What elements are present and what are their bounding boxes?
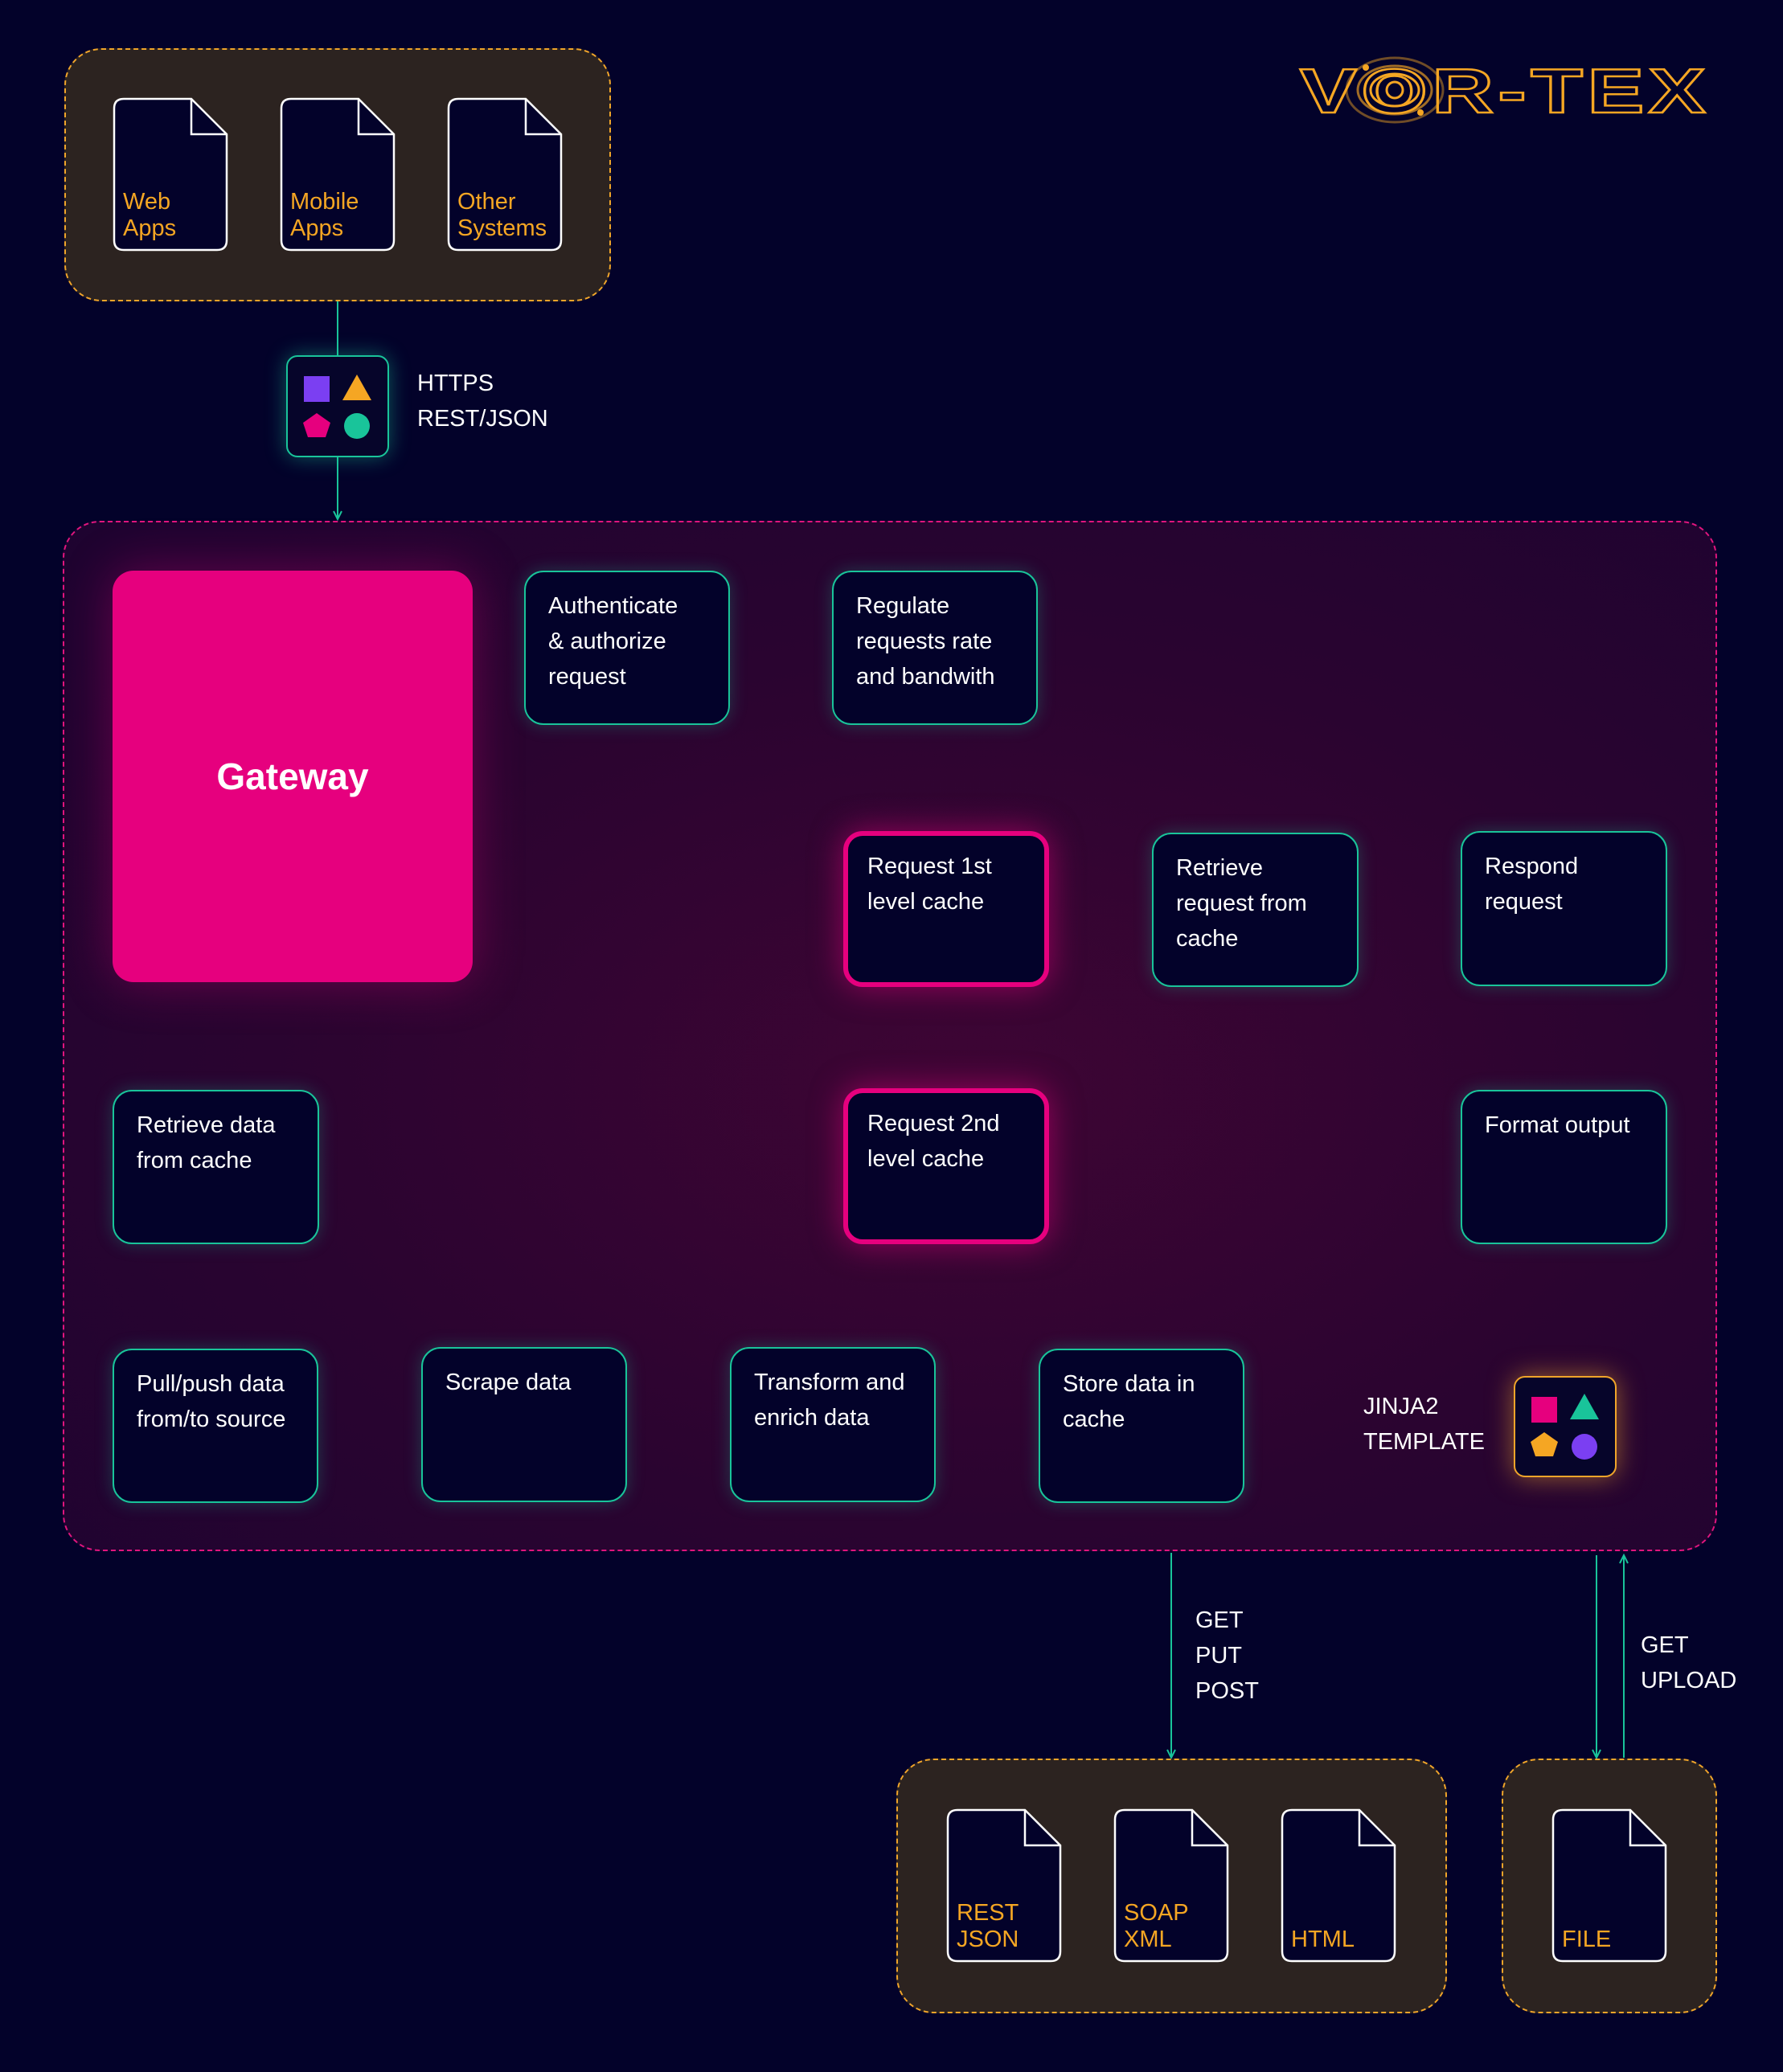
- step-cache-level-1: Request 1st level cache: [843, 831, 1049, 987]
- doc-other-systems: Other Systems: [447, 97, 563, 252]
- step-retrieve-request: Retrieve request from cache: [1152, 833, 1359, 987]
- purple-square-icon: [304, 376, 330, 402]
- gateway-label: Gateway: [216, 756, 369, 797]
- doc-label: HTML: [1291, 1927, 1355, 1952]
- step-scrape: Scrape data: [421, 1347, 627, 1502]
- step-transform: Transform and enrich data: [730, 1347, 936, 1502]
- doc-html: HTML: [1281, 1808, 1396, 1963]
- orange-pentagon-icon: [1531, 1432, 1558, 1456]
- step-cache-level-2: Request 2nd level cache: [843, 1088, 1049, 1244]
- step-pull-push: Pull/push data from/to source: [113, 1349, 318, 1503]
- template-badge: [1514, 1376, 1617, 1477]
- logo-text: VOR-TEX: [1300, 55, 1710, 126]
- green-triangle-icon: [1570, 1394, 1599, 1419]
- doc-label: REST JSON: [957, 1900, 1019, 1952]
- step-retrieve-data: Retrieve data from cache: [113, 1090, 319, 1244]
- template-label: JINJA2 TEMPLATE: [1363, 1394, 1485, 1455]
- green-circle-icon: [344, 413, 370, 439]
- orange-triangle-icon: [342, 375, 371, 400]
- doc-mobile-apps: Mobile Apps: [280, 97, 396, 252]
- step-respond: Respond request: [1461, 831, 1667, 986]
- file-methods-label: GET UPLOAD: [1641, 1632, 1737, 1693]
- step-store: Store data in cache: [1039, 1349, 1244, 1503]
- doc-soap-xml: SOAP XML: [1113, 1808, 1229, 1963]
- doc-file: FILE: [1551, 1808, 1667, 1963]
- brand-logo: VOR-TEX: [1298, 50, 1716, 137]
- doc-label: Mobile Apps: [290, 189, 359, 241]
- doc-rest-json: REST JSON: [946, 1808, 1062, 1963]
- protocol-badge: [286, 355, 389, 457]
- step-regulate: Regulate requests rate and bandwith: [832, 571, 1038, 725]
- step-format-output: Format output: [1461, 1090, 1667, 1244]
- doc-label: Web Apps: [123, 189, 177, 241]
- pink-pentagon-icon: [303, 413, 330, 437]
- step-authenticate: Authenticate & authorize request: [524, 571, 730, 725]
- doc-label: FILE: [1562, 1927, 1612, 1952]
- pink-square-icon: [1531, 1397, 1557, 1423]
- doc-label: SOAP XML: [1124, 1900, 1189, 1952]
- doc-label: Other Systems: [457, 189, 547, 241]
- gateway-block: Gateway: [113, 571, 473, 982]
- backend-methods-label: GET PUT POST: [1195, 1607, 1259, 1704]
- protocol-label: HTTPS REST/JSON: [417, 371, 548, 432]
- purple-circle-icon: [1572, 1434, 1597, 1460]
- doc-web-apps: Web Apps: [113, 97, 228, 252]
